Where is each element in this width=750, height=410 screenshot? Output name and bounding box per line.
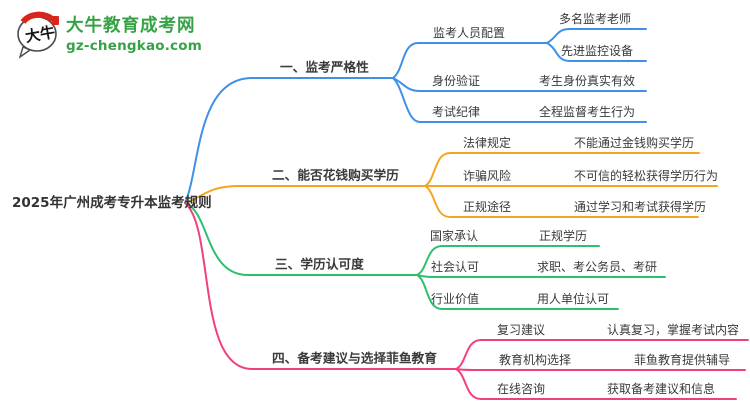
branch-4-child-1-value: 认真复习，掌握考试内容	[607, 323, 740, 338]
logo-bubble-icon: 大牛	[17, 11, 59, 59]
branch-2-child-2-label: 诈骗风险	[463, 169, 512, 184]
site-logo: 大牛 大牛教育成考网 gz-chengkao.com	[14, 6, 202, 60]
branch-1-child-2-label: 身份验证	[432, 74, 481, 89]
brand-domain: gz-chengkao.com	[66, 38, 203, 54]
brand-name: 大牛教育成考网	[66, 16, 196, 36]
branch-3-label: 三、学历认可度	[275, 256, 364, 272]
branch-1-label: 一、监考严格性	[280, 59, 369, 75]
branch-1-child-1-label: 监考人员配置	[433, 26, 506, 41]
branch-2-child-3-value: 通过学习和考试获得学历	[574, 200, 707, 215]
branch-3-child-3-value: 用人单位认可	[537, 292, 610, 307]
branch-1-child-2-value: 考生身份真实有效	[539, 74, 636, 89]
branch-1-lines	[184, 28, 647, 204]
mindmap-root: 2025年广州成考专升本监考规则	[12, 195, 212, 212]
branch-2-child-1-label: 法律规定	[463, 136, 512, 151]
branch-3-lines	[184, 202, 666, 310]
branch-3-child-2-label: 社会认可	[431, 260, 480, 275]
branch-2-child-1-value: 不能通过金钱购买学历	[574, 136, 695, 151]
branch-2-child-2-value: 不可信的轻松获得学历行为	[574, 169, 719, 184]
branch-3-child-3-label: 行业价值	[431, 292, 480, 307]
branch-2-label: 二、能否花钱购买学历	[272, 167, 399, 183]
branch-4-child-3-label: 在线咨询	[497, 382, 546, 397]
branch-4-child-1-label: 复习建议	[497, 323, 546, 338]
branch-3-child-1-value: 正规学历	[539, 229, 588, 244]
branch-4-child-2-value: 菲鱼教育提供辅导	[634, 353, 731, 368]
branch-4-child-3-value: 获取备考建议和信息	[607, 382, 716, 397]
branch-3-child-2-value: 求职、考公务员、考研	[537, 260, 658, 275]
branch-1-child-3-label: 考试纪律	[432, 105, 481, 120]
branch-4-child-2-label: 教育机构选择	[499, 353, 572, 368]
branch-2-child-3-label: 正规途径	[463, 200, 512, 215]
branch-1-child-1-leaf-2: 先进监控设备	[561, 44, 634, 59]
branch-4-label: 四、备考建议与选择菲鱼教育	[272, 350, 437, 366]
svg-text:大牛: 大牛	[24, 23, 57, 46]
branch-4-lines	[184, 202, 749, 400]
branch-3-child-1-label: 国家承认	[430, 229, 479, 244]
branch-1-child-1-leaf-1: 多名监考老师	[559, 12, 632, 27]
branch-2-lines	[184, 152, 718, 218]
branch-1-child-3-value: 全程监督考生行为	[539, 105, 636, 120]
